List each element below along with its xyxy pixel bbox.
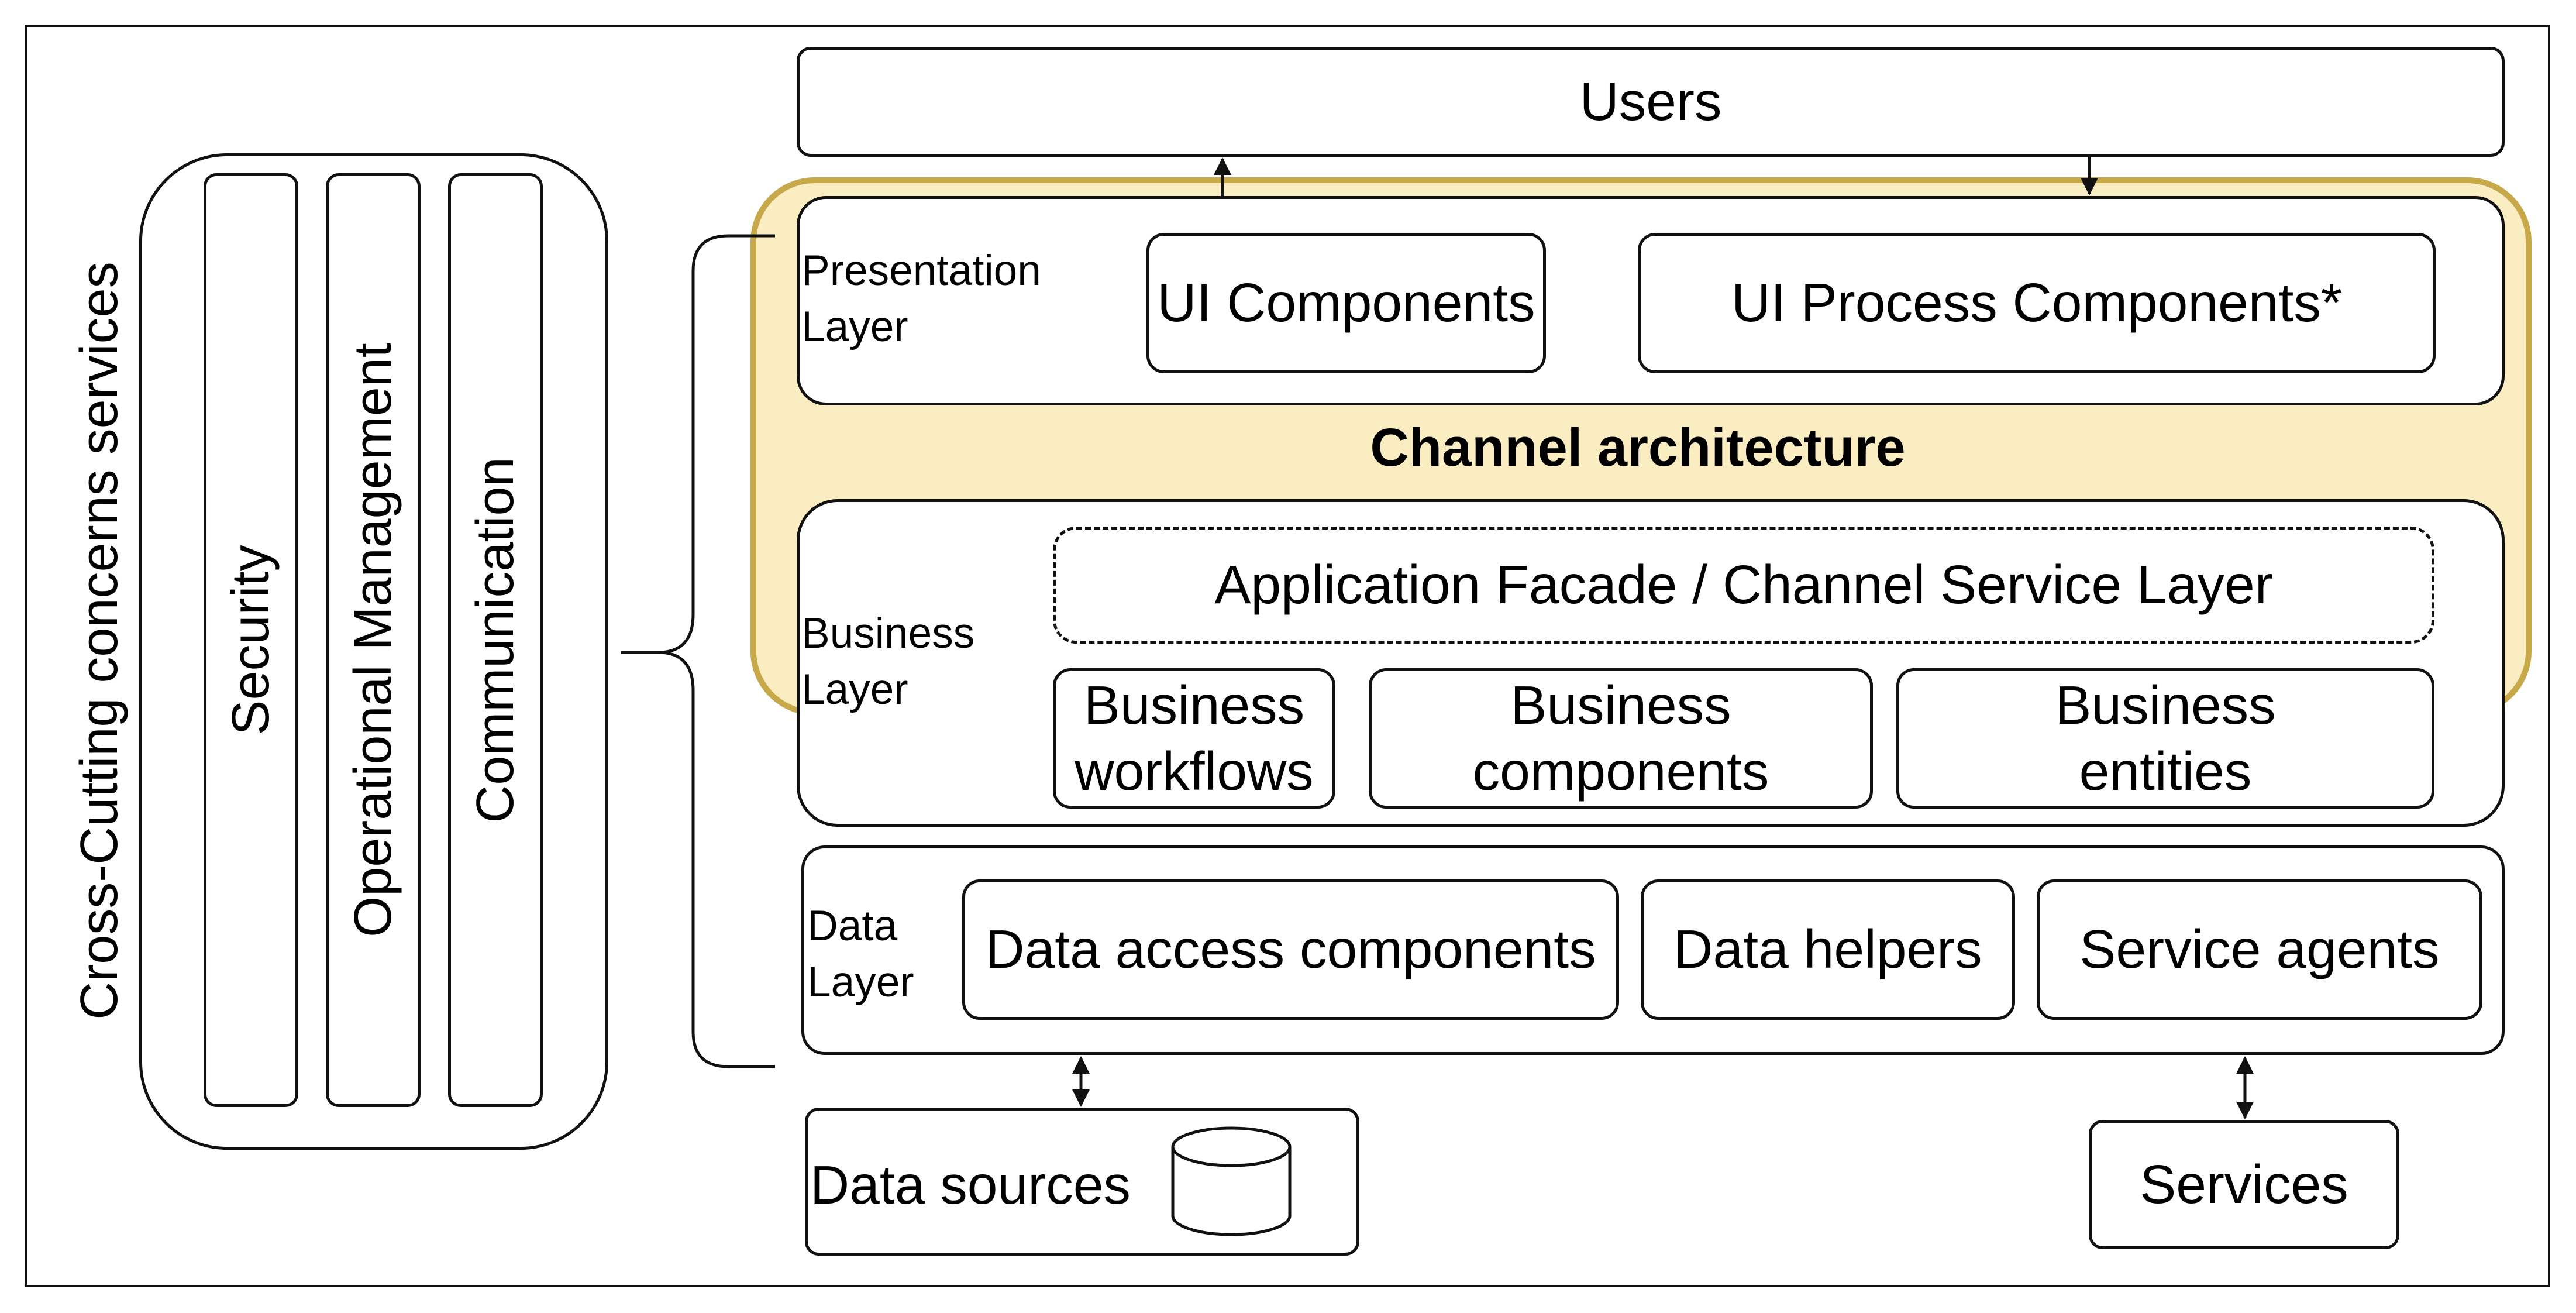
cross-cutting-title-text: Cross-Cutting concerns services xyxy=(70,262,129,1020)
services-label: Services xyxy=(2140,1153,2348,1215)
business-components-label: Business components xyxy=(1472,674,1769,802)
communication-column: Communication xyxy=(448,173,543,1107)
security-column: Security xyxy=(204,173,298,1107)
ui-process-components-label: UI Process Components* xyxy=(1731,272,2343,334)
data-sources-box: Data sources xyxy=(805,1108,1359,1256)
data-access-components-box: Data access components xyxy=(962,879,1619,1020)
service-agents-label: Service agents xyxy=(2079,919,2440,980)
operational-management-column: Operational Management xyxy=(326,173,421,1107)
operational-management-label: Operational Management xyxy=(344,343,402,937)
ui-components-label: UI Components xyxy=(1157,272,1535,334)
diagram-frame xyxy=(25,25,2550,1287)
services-box: Services xyxy=(2089,1120,2399,1249)
business-entities-box: Business entities xyxy=(1896,668,2434,809)
business-workflows-box: Business workflows xyxy=(1053,668,1335,809)
security-label: Security xyxy=(222,545,280,735)
data-access-components-label: Data access components xyxy=(985,919,1596,980)
cross-cutting-title: Cross-Cutting concerns services xyxy=(70,222,129,1059)
channel-architecture-label: Channel architecture xyxy=(1370,418,1906,477)
data-sources-label: Data sources xyxy=(810,1154,1131,1215)
business-components-box: Business components xyxy=(1369,668,1873,809)
service-agents-box: Service agents xyxy=(2037,879,2482,1020)
ui-components-box: UI Components xyxy=(1146,233,1546,373)
ui-process-components-box: UI Process Components* xyxy=(1638,233,2436,373)
presentation-layer-label: Presentation Layer xyxy=(801,247,1041,351)
business-workflows-label: Business workflows xyxy=(1075,674,1314,802)
data-layer-label: Data Layer xyxy=(807,902,914,1006)
users-label: Users xyxy=(1579,71,1722,132)
data-helpers-label: Data helpers xyxy=(1673,919,1982,980)
application-facade-label: Application Facade / Channel Service Lay… xyxy=(1214,554,2273,616)
communication-label: Communication xyxy=(466,457,525,823)
users-box: Users xyxy=(797,47,2505,157)
business-entities-label: Business entities xyxy=(2055,674,2276,802)
business-layer-label: Business Layer xyxy=(801,610,975,714)
application-facade-box: Application Facade / Channel Service Lay… xyxy=(1053,527,2434,644)
data-helpers-box: Data helpers xyxy=(1641,879,2015,1020)
